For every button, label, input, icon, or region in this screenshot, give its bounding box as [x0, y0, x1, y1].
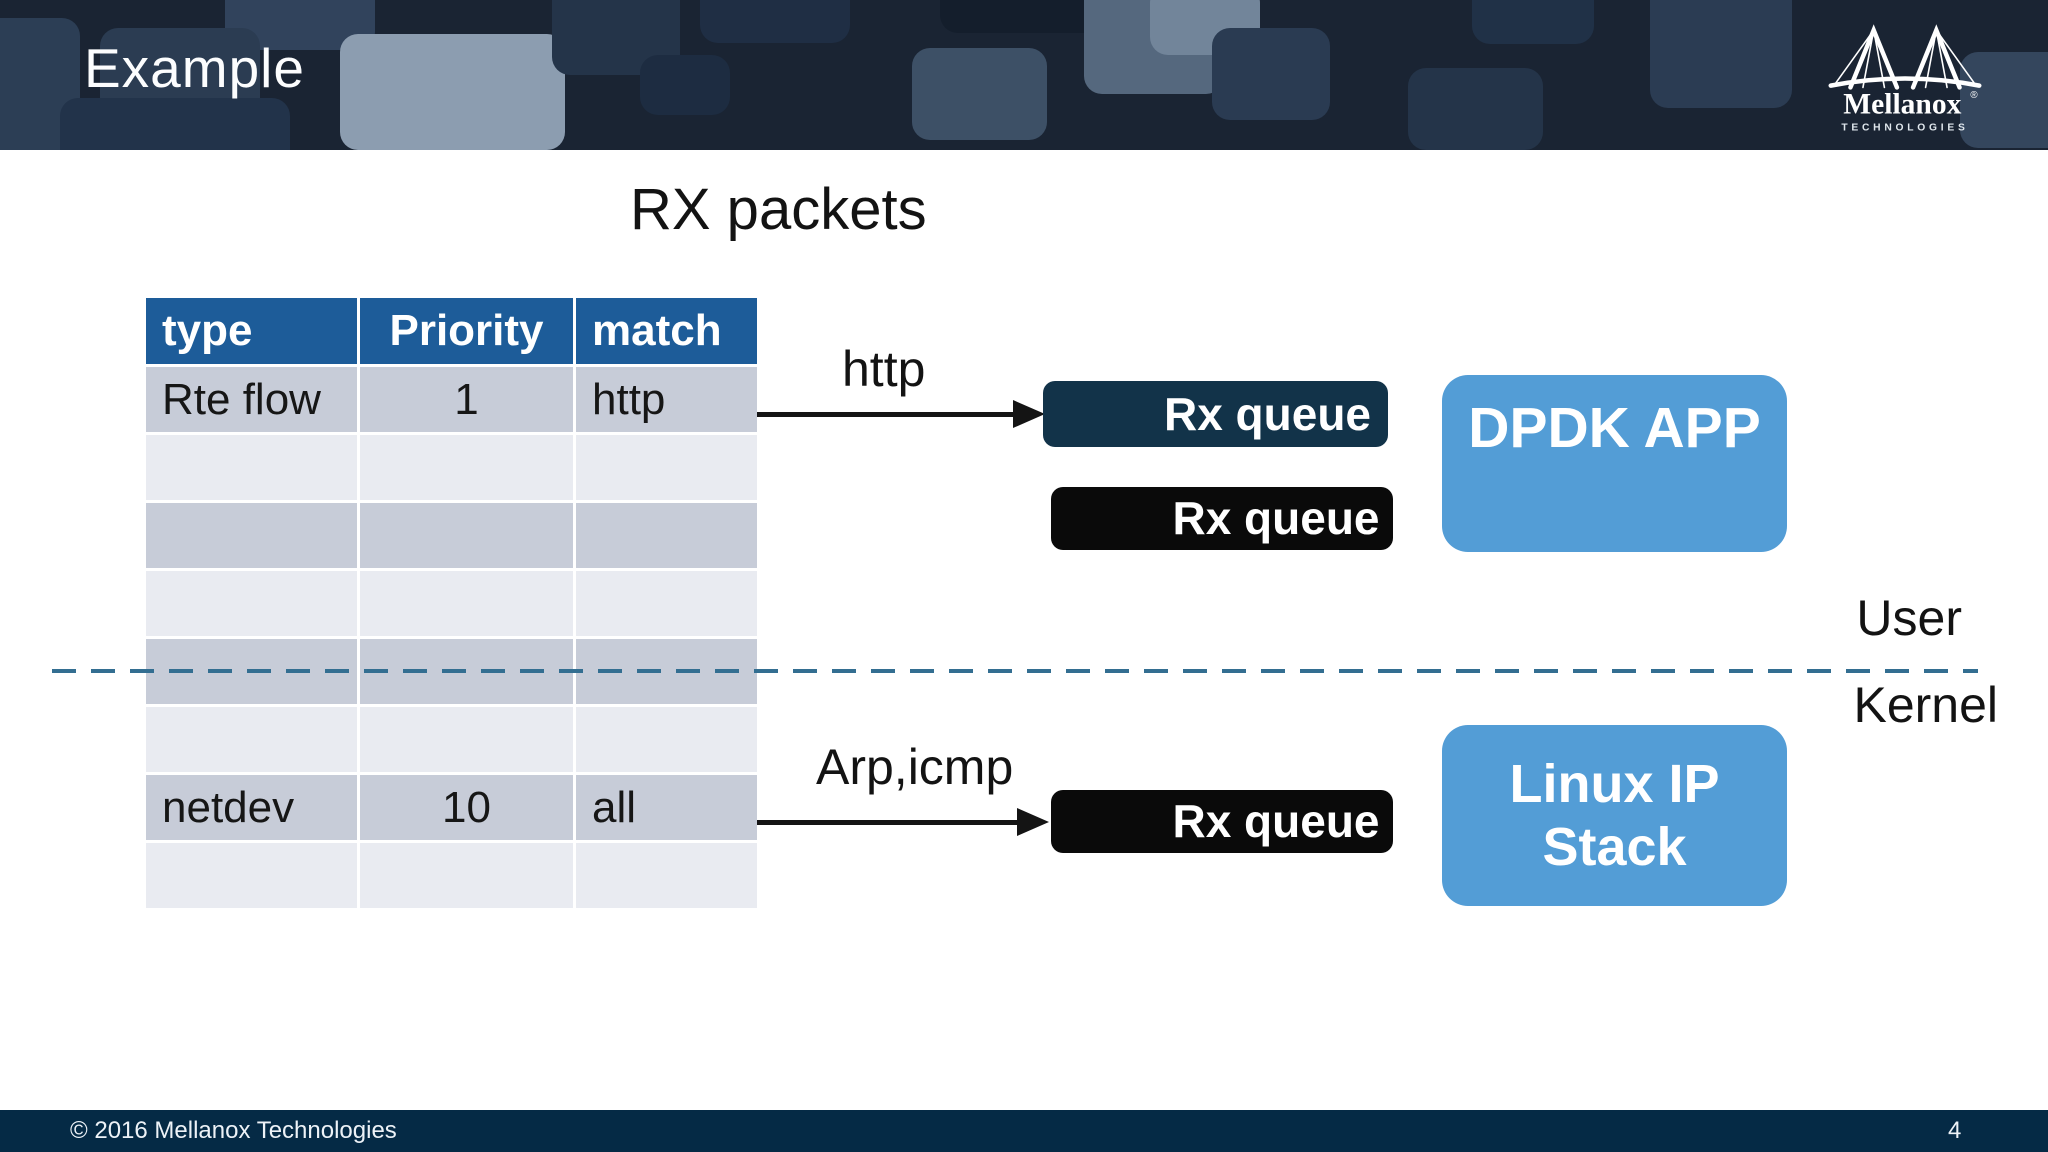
mellanox-logo: Mellanox ® TECHNOLOGIES [1820, 10, 1990, 138]
table-cell [146, 435, 357, 500]
banner-decor-square [1960, 52, 2048, 148]
rx-queue-box-dpdk-2: Rx queue [1051, 487, 1393, 550]
logo-wordmark: Mellanox [1843, 88, 1961, 120]
table-header-type: type [146, 298, 357, 364]
table-cell [360, 571, 573, 636]
banner-decor-square [340, 34, 565, 150]
table-cell [146, 843, 357, 908]
linux-ip-stack-line2: Stack [1542, 816, 1687, 877]
table-cell [576, 503, 757, 568]
flow-label-http: http [842, 341, 926, 397]
table-cell [146, 571, 357, 636]
rx-queue-box-kernel: Rx queue [1051, 790, 1393, 853]
table-cell [360, 843, 573, 908]
banner-decor-square [1650, 0, 1792, 108]
table-cell: 1 [360, 367, 573, 432]
diagram-heading: RX packets [630, 177, 927, 242]
arp-icmp-flow-arrow-icon [757, 808, 1049, 836]
banner-decor-square [640, 55, 730, 115]
banner-decor-square [1408, 68, 1543, 150]
banner-decor-square [940, 0, 1110, 33]
table-header-priority: Priority [360, 298, 573, 364]
header-banner [0, 0, 2048, 150]
logo-registered-mark: ® [1970, 90, 1978, 101]
table-cell: netdev [146, 775, 357, 840]
footer-bar: © 2016 Mellanox Technologies 4 [0, 1110, 2048, 1152]
page-number: 4 [1948, 1117, 1962, 1144]
table-cell: http [576, 367, 757, 432]
copyright-text: © 2016 Mellanox Technologies [70, 1117, 397, 1144]
table-cell [576, 571, 757, 636]
table-header-match: match [576, 298, 757, 364]
table-cell [576, 435, 757, 500]
logo-subtext: TECHNOLOGIES [1841, 122, 1968, 133]
table-cell: Rte flow [146, 367, 357, 432]
mellanox-bridge-icon: Mellanox ® TECHNOLOGIES [1828, 24, 1982, 133]
banner-decor-square [60, 98, 290, 150]
boundary-label-user: User [1856, 590, 1962, 646]
table-cell: all [576, 775, 757, 840]
table-cell [360, 707, 573, 772]
slide-title: Example [84, 37, 305, 99]
rx-queue-box-dpdk-1: Rx queue [1043, 381, 1388, 447]
flow-rules-table: type Priority match Rte flow 1 http netd… [146, 298, 757, 908]
banner-decor-square [1472, 0, 1594, 44]
table-cell [576, 707, 757, 772]
table-cell [360, 435, 573, 500]
table-cell [360, 503, 573, 568]
flow-label-arp-icmp: Arp,icmp [816, 739, 1014, 795]
banner-decor-square [700, 0, 850, 43]
http-flow-arrow-icon [757, 400, 1045, 428]
table-cell [146, 707, 357, 772]
boundary-label-kernel: Kernel [1853, 677, 1998, 733]
linux-ip-stack-box: Linux IP Stack [1442, 725, 1787, 906]
banner-decor-square [912, 48, 1047, 140]
banner-decor-square [1212, 28, 1330, 120]
table-cell: 10 [360, 775, 573, 840]
table-cell [576, 843, 757, 908]
linux-ip-stack-line1: Linux IP [1509, 754, 1720, 815]
user-kernel-boundary-line [52, 669, 1978, 673]
dpdk-app-box: DPDK APP [1442, 375, 1787, 552]
table-cell [146, 503, 357, 568]
